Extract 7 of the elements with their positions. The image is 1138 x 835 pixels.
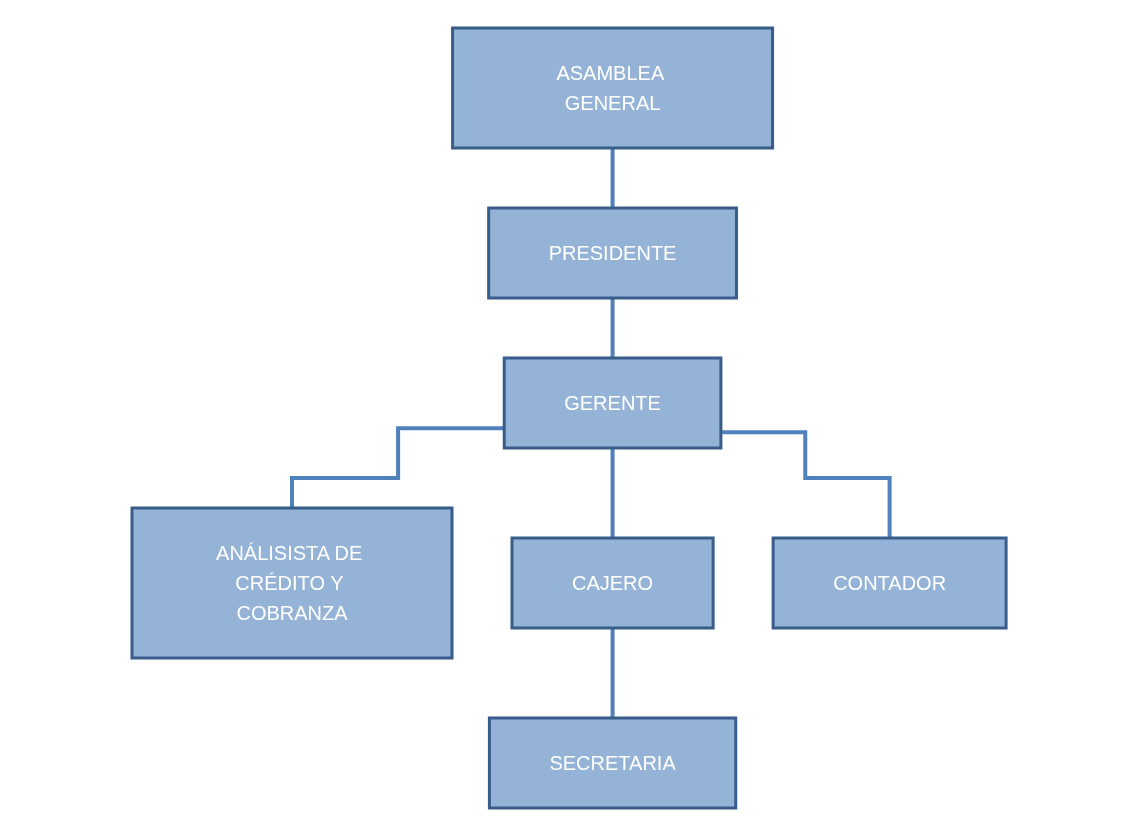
node-box: CAJERO [510,536,715,629]
node-box: GERENTE [502,356,723,449]
node-box: ASAMBLEA GENERAL [451,26,774,149]
node-box: CONTADOR [771,536,1008,629]
node-box: ANÁLISISTA DE CRÉDITO Y COBRANZA [130,506,454,659]
node-box: PRESIDENTE [487,206,738,299]
node-box: SECRETARIA [487,716,738,809]
